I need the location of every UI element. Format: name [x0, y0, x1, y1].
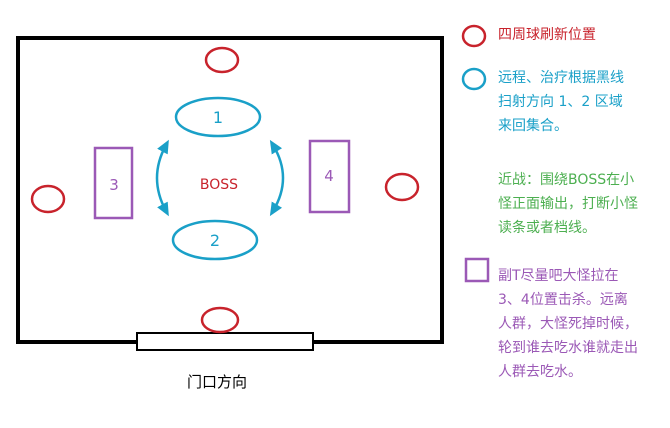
legend-ranged-line: 远程、治疗根据黑线: [498, 70, 624, 86]
legend-cyan-circle-icon: [461, 67, 487, 91]
legend-offtank-line: 轮到谁去吃水谁就走出: [498, 340, 638, 356]
legend-red-circle-icon: [461, 24, 487, 48]
arrow-left: [155, 139, 169, 217]
zone-3-label: 3: [109, 176, 119, 194]
legend-melee-line: 读条或者档线。: [498, 220, 596, 236]
legend-offtank-line: 人群，大怪死掉时候，: [498, 316, 638, 332]
legend-red: 四周球刷新位置: [498, 23, 596, 47]
legend-ranged: 远程、治疗根据黑线 扫射方向 1、2 区域 来回集合。: [498, 66, 624, 138]
legend-red-text: 四周球刷新位置: [498, 27, 596, 43]
zone-3: [93, 146, 134, 220]
legend-melee: 近战：围绕BOSS在小 怪正面输出，打断小怪 读条或者档线。: [498, 168, 638, 240]
arrow-right: [269, 139, 285, 217]
ball-spawn-top: [204, 46, 240, 74]
zone-2: [171, 219, 259, 261]
zone-1-label: 1: [213, 108, 223, 127]
legend-offtank-line: 3、4位置击杀。远离: [498, 292, 628, 308]
door-rect: [136, 332, 314, 351]
legend-melee-line: 怪正面输出，打断小怪: [498, 196, 638, 212]
zone-2-label: 2: [210, 231, 220, 250]
boss-label: BOSS: [200, 177, 238, 193]
ball-spawn-right: [384, 172, 420, 202]
zone-1: [174, 96, 262, 138]
legend-offtank-line: 副T尽量吧大怪拉在: [498, 268, 619, 284]
legend-melee-line: 近战：围绕BOSS在小: [498, 172, 635, 188]
legend-ranged-line: 扫射方向 1、2 区域: [498, 94, 623, 110]
legend-offtank-line: 人群去吃水。: [498, 364, 582, 380]
ball-spawn-bottom: [200, 306, 240, 334]
door-label: 门口方向: [187, 373, 247, 391]
legend-purple-square-icon: [464, 257, 490, 283]
legend-offtank: 副T尽量吧大怪拉在 3、4位置击杀。远离 人群，大怪死掉时候， 轮到谁去吃水谁就…: [498, 264, 638, 384]
ball-spawn-left: [30, 184, 66, 214]
zone-4: [308, 139, 351, 214]
legend-ranged-line: 来回集合。: [498, 118, 568, 134]
zone-4-label: 4: [324, 167, 334, 185]
